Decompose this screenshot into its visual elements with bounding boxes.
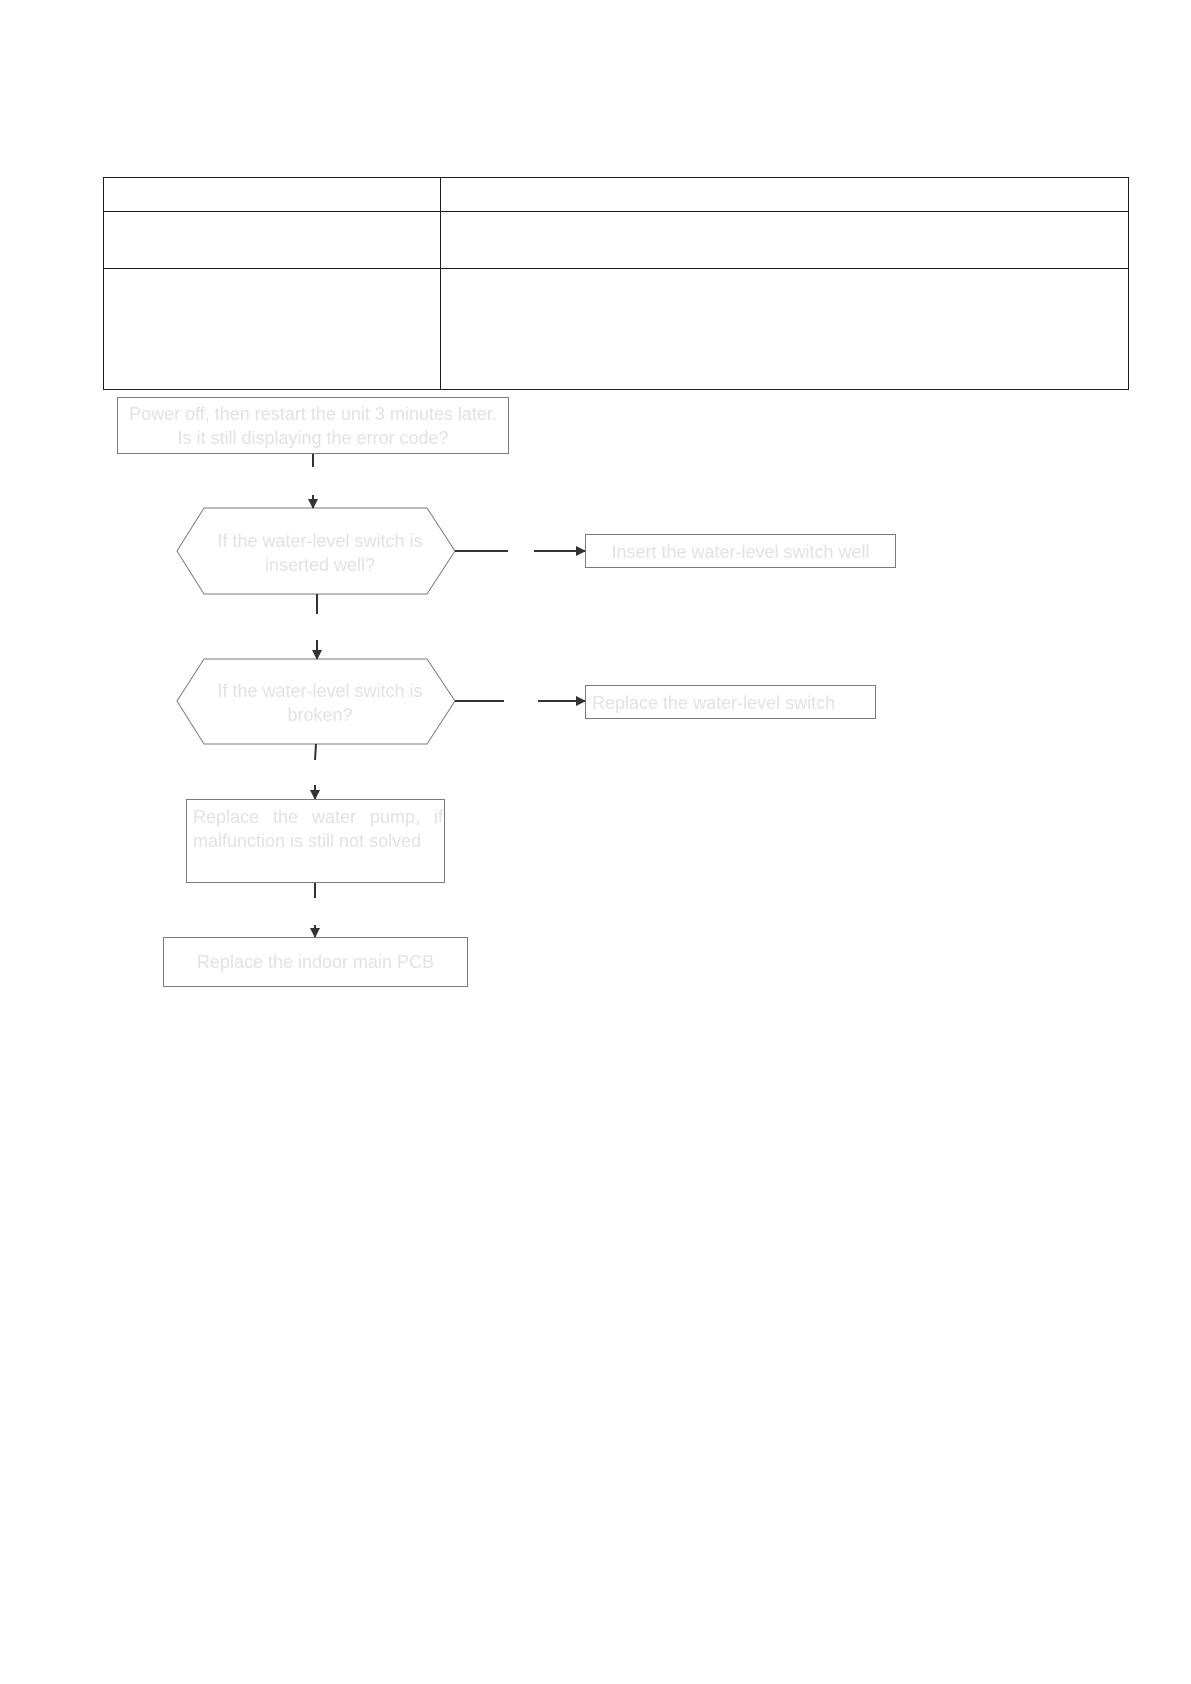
decision-1-shape: [176, 507, 456, 595]
step-4-text: Replace the indoor main PCB: [196, 952, 435, 972]
decision-2-text: If the water-level switch is broken?: [217, 681, 423, 725]
info-table: [103, 177, 1129, 390]
decision-1-text: If the water-level switch is inserted we…: [217, 531, 423, 575]
decision-2-shape: [176, 658, 456, 745]
step-3-box: [186, 799, 445, 883]
action-1-text: Insert the water-level switch well: [611, 542, 870, 562]
action-2-text: Replace the water-level switch: [592, 693, 836, 713]
start-text: Power off, then restart the unit 3 minut…: [129, 404, 497, 448]
connector-decision-2-down: [314, 743, 317, 761]
action-2-box: [585, 685, 876, 719]
start-box: [117, 397, 509, 454]
table-cell-r3c2: [440, 268, 1129, 390]
step-3-text: Replace the water pump, if malfunction i…: [193, 807, 443, 851]
action-1-box: [585, 534, 896, 568]
step-4-box: [163, 937, 468, 987]
